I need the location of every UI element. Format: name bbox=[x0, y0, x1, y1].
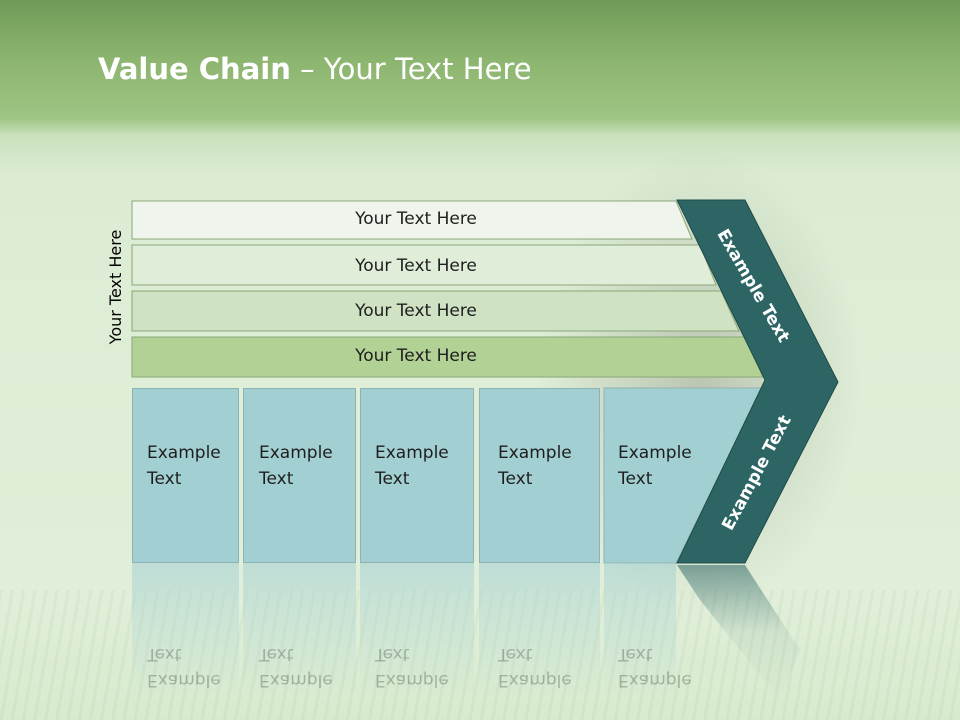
reflection-box-4 bbox=[479, 563, 600, 720]
tier-bar-1 bbox=[131, 200, 693, 240]
tier-label-3: Your Text Here bbox=[355, 301, 477, 321]
tier-label-1: Your Text Here bbox=[355, 209, 477, 229]
reflection-1-line-1: Example bbox=[147, 670, 221, 690]
reflection-3-line-1: Example bbox=[375, 670, 449, 690]
box-1-line-1: Example bbox=[147, 443, 221, 463]
reflection-text-3: Example Text bbox=[375, 641, 485, 693]
reflection-text-4: Example Text bbox=[498, 641, 608, 693]
slide-title: Value Chain – Your Text Here bbox=[98, 52, 532, 96]
title-bold: Value Chain bbox=[98, 52, 291, 86]
box-1-line-2: Text bbox=[147, 469, 182, 489]
title-rest: – Your Text Here bbox=[290, 52, 532, 86]
reflection-5-line-2: Text bbox=[618, 644, 653, 664]
value-box-2 bbox=[243, 388, 356, 563]
value-box-1 bbox=[132, 388, 239, 563]
reflection-box-2 bbox=[243, 563, 356, 720]
reflection-area: Example Text Example Text Example Text Exam… bbox=[0, 563, 960, 720]
box-2-line-1: Example bbox=[259, 443, 333, 463]
reflection-2-line-1: Example bbox=[259, 670, 333, 690]
reflection-5-line-1: Example bbox=[618, 670, 692, 690]
reflection-text-5: Example Text bbox=[618, 641, 728, 693]
reflection-text-2: Example Text bbox=[259, 641, 369, 693]
box-5-line-1: Example bbox=[618, 443, 692, 463]
value-box-4 bbox=[479, 388, 600, 563]
box-4-line-2: Text bbox=[498, 469, 533, 489]
reflection-text-1: Example Text bbox=[147, 641, 257, 693]
chevron-reflection bbox=[677, 565, 800, 700]
tier-label-4: Your Text Here bbox=[355, 346, 477, 366]
chevron-shape bbox=[676, 199, 839, 564]
reflection-box-5 bbox=[604, 563, 676, 720]
tier-label-2: Your Text Here bbox=[355, 256, 477, 276]
box-4-line-1: Example bbox=[498, 443, 572, 463]
box-3-line-2: Text bbox=[375, 469, 410, 489]
box-2-line-2: Text bbox=[259, 469, 294, 489]
value-box-3 bbox=[360, 388, 474, 563]
reflection-2-line-2: Text bbox=[259, 644, 294, 664]
reflection-4-line-2: Text bbox=[498, 644, 533, 664]
reflection-4-line-1: Example bbox=[498, 670, 572, 690]
reflection-box-3 bbox=[360, 563, 474, 720]
box-5-line-2: Text bbox=[618, 469, 653, 489]
reflection-box-1 bbox=[132, 563, 239, 720]
reflection-1-line-2: Text bbox=[147, 644, 182, 664]
tier-bar-2 bbox=[131, 244, 717, 286]
reflection-3-line-2: Text bbox=[375, 644, 410, 664]
box-3-line-1: Example bbox=[375, 443, 449, 463]
box-5-shape bbox=[603, 387, 763, 564]
tier-bar-3 bbox=[131, 290, 740, 332]
